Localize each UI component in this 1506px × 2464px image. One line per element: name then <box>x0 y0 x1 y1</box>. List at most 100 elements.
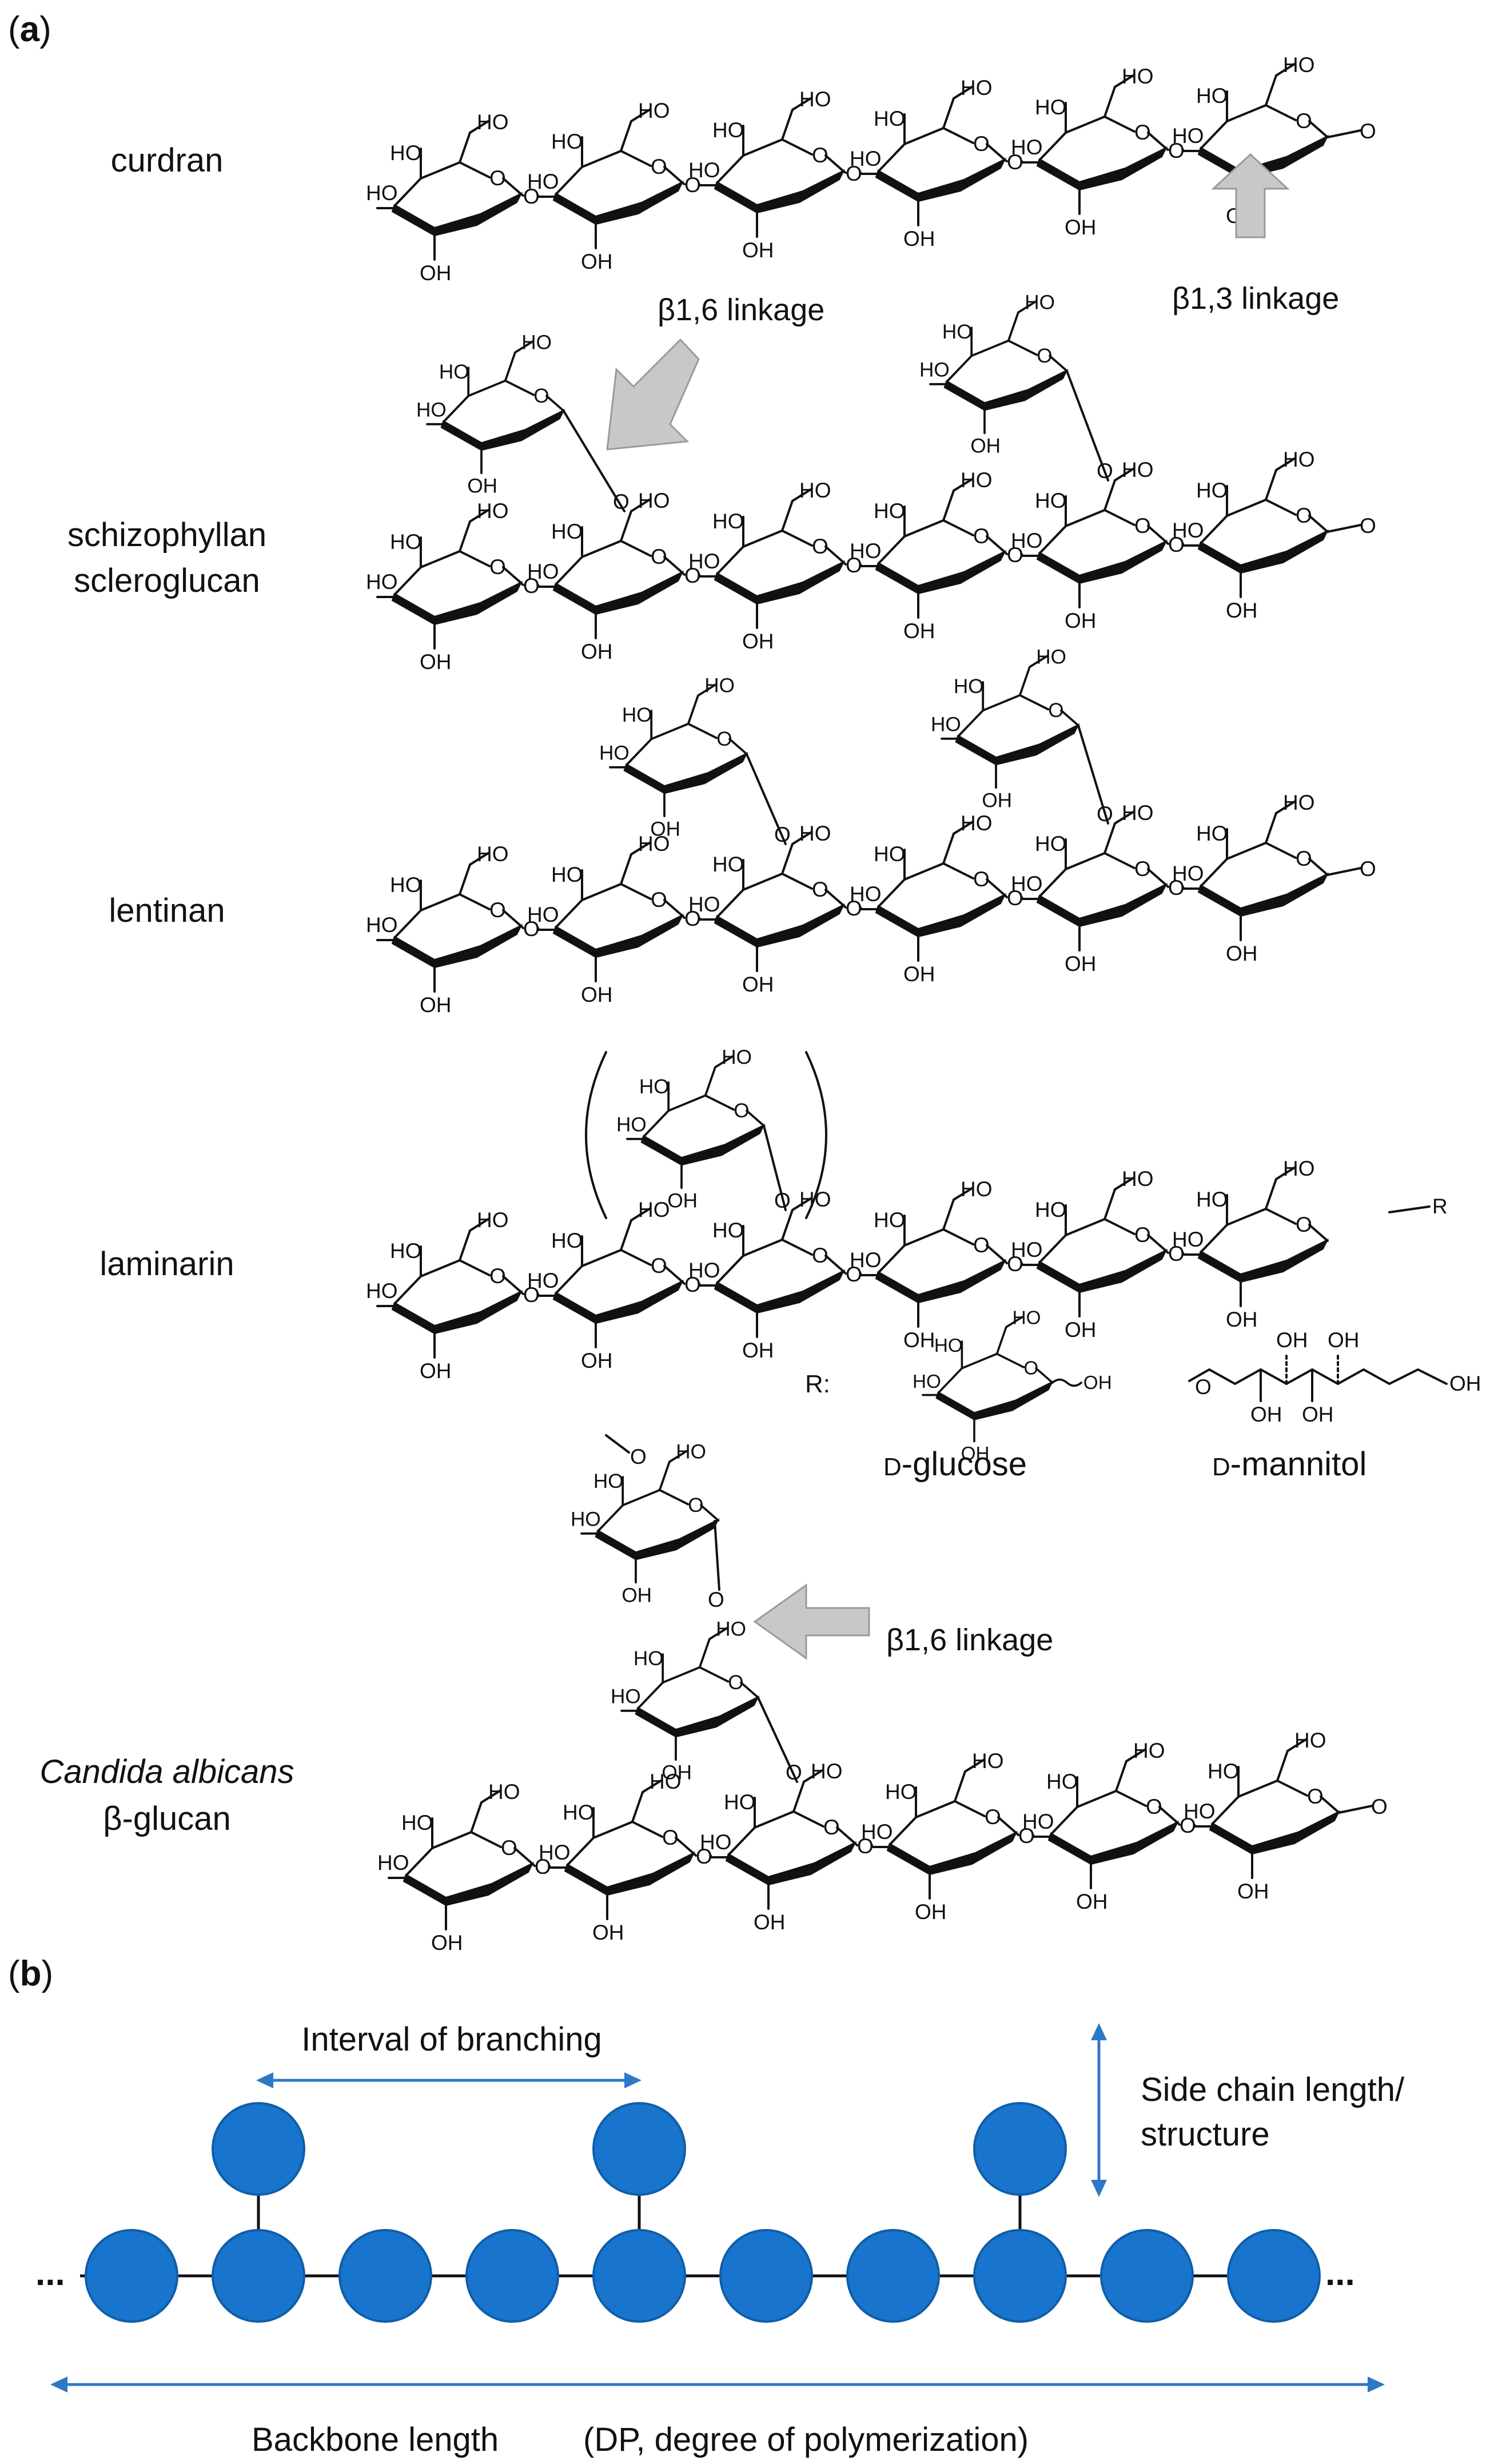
svg-text:O: O <box>523 574 540 598</box>
polymer-bead-model <box>80 2102 1321 2323</box>
backbone-unit-2 <box>212 2229 305 2323</box>
lentinan-linkage-5: O <box>1165 876 1185 899</box>
panel-b-label: (b) <box>8 1954 53 1993</box>
row-label-curdran: curdran <box>111 142 224 179</box>
laminarin-bracket-right <box>805 1051 827 1219</box>
svg-text:OH: OH <box>1302 1403 1334 1426</box>
ellipsis-right: ... <box>1325 2254 1355 2293</box>
lentinan-ring-4 <box>848 810 1006 987</box>
laminarin-branch-1 <box>615 1045 766 1213</box>
laminarin-bracket-left <box>585 1051 607 1219</box>
candida-branch-1 <box>609 1617 760 1785</box>
svg-text:O: O <box>1360 120 1376 143</box>
laminarin-linkage-4: O <box>1004 1252 1023 1276</box>
beta16-linkage-arrow-bottom <box>753 1583 870 1660</box>
lentinan-linkage-4: O <box>1004 886 1023 910</box>
curdran-ring-5 <box>1010 63 1168 240</box>
backbone-unit-6 <box>719 2229 813 2323</box>
schizophyllan-linkage-4: O <box>1004 543 1023 567</box>
svg-text:O: O <box>1168 876 1185 899</box>
schizophyllan-branch-2 <box>918 290 1069 459</box>
svg-text:OH: OH <box>1449 1372 1481 1395</box>
curdran-ring-2 <box>526 98 684 274</box>
schizophyllan-ring-3 <box>687 477 845 654</box>
candida-ring-2 <box>537 1769 695 1945</box>
d-glucose-label: D-glucose <box>883 1446 1027 1483</box>
svg-text:O: O <box>1007 886 1023 910</box>
svg-text:O: O <box>846 1263 862 1286</box>
lentinan-ring-2 <box>526 831 684 1008</box>
svg-text:O: O <box>1371 1795 1388 1818</box>
curdran-ring-1 <box>365 109 523 286</box>
svg-text:O: O <box>1168 1242 1185 1265</box>
row-label-candida-albicans: Candida albicans <box>40 1753 294 1790</box>
svg-text:OH: OH <box>1083 1372 1112 1394</box>
lentinan-branch-2 <box>930 644 1080 813</box>
side-chain-length-arrow <box>1091 2023 1107 2197</box>
schizophyllan-branch-1 <box>415 330 565 499</box>
row-label-schizophyllan: schizophyllan <box>67 516 266 554</box>
backbone-unit-3 <box>338 2229 432 2323</box>
row-label-laminarin: laminarin <box>99 1245 234 1283</box>
d-mannitol-structure: O OH OH OH OH OH <box>1188 1328 1481 1426</box>
svg-text:O: O <box>684 173 701 197</box>
interval-of-branching-arrow <box>256 2072 642 2088</box>
svg-text:O: O <box>523 1283 540 1307</box>
curdran-linkage-3: O <box>843 162 862 185</box>
lentinan-linkage-1: O <box>520 917 540 941</box>
svg-text:OH: OH <box>1276 1328 1308 1352</box>
candida-linkage-4: O <box>1015 1824 1035 1848</box>
svg-text:O: O <box>846 554 862 577</box>
backbone-unit-10 <box>1227 2229 1321 2323</box>
backbone-unit-7 <box>846 2229 940 2323</box>
side-chain-label-line2: structure <box>1141 2116 1270 2153</box>
candida-ring-5 <box>1021 1738 1179 1914</box>
svg-text:O: O <box>1007 150 1023 174</box>
curdran-ring-4 <box>848 75 1006 252</box>
svg-text:O: O <box>774 823 791 846</box>
svg-text:O: O <box>786 1761 802 1784</box>
beta13-linkage-arrow <box>1211 153 1290 238</box>
backbone-length-label: Backbone length <box>252 2421 499 2458</box>
candida-linkage-3: O <box>854 1834 874 1858</box>
candida-linkage-2: O <box>693 1845 712 1868</box>
svg-text:O: O <box>1180 1814 1196 1837</box>
r-definition-prefix: R: <box>805 1370 830 1398</box>
laminarin-linkage-2: O <box>682 1273 701 1296</box>
svg-text:O: O <box>774 1189 791 1212</box>
candida-ring-1 <box>376 1779 534 1956</box>
lentinan-ring-1 <box>365 841 523 1018</box>
lentinan-branch-1 <box>598 673 748 842</box>
side-chain-unit-3 <box>973 2102 1067 2196</box>
interval-of-branching-label: Interval of branching <box>301 2021 602 2058</box>
candida-ring-3 <box>699 1758 856 1935</box>
d-mannitol-label: D-mannitol <box>1212 1446 1366 1483</box>
svg-text:O: O <box>1097 802 1113 826</box>
beta16-linkage-label-top: β1,6 linkage <box>658 293 824 327</box>
svg-text:O: O <box>1097 459 1113 483</box>
backbone-unit-5 <box>592 2229 686 2323</box>
schizophyllan-ring-1 <box>365 498 523 675</box>
d-glucose-structure: OH <box>911 1306 1112 1466</box>
lentinan-linkage-3: O <box>843 897 862 920</box>
laminarin-ring-6 <box>1171 1156 1329 1332</box>
curdran-linkage-1: O <box>520 185 540 208</box>
laminarin-r-symbol: R <box>1432 1195 1448 1218</box>
lentinan-ring-3 <box>687 821 845 997</box>
curdran-linkage-5: O <box>1165 139 1185 162</box>
side-chain-unit-2 <box>592 2102 686 2196</box>
svg-text:OH: OH <box>1250 1403 1282 1426</box>
schizophyllan-linkage-1: O <box>520 574 540 598</box>
backbone-unit-1 <box>85 2229 178 2323</box>
svg-text:O: O <box>684 564 701 587</box>
svg-text:O: O <box>1018 1824 1035 1848</box>
svg-text:O: O <box>1168 139 1185 162</box>
lentinan-ring-5 <box>1010 800 1168 977</box>
laminarin-ring-3 <box>687 1187 845 1363</box>
beta13-linkage-label: β1,3 linkage <box>1172 281 1339 316</box>
svg-text:O: O <box>630 1445 647 1468</box>
curdran-linkage-2: O <box>682 173 701 197</box>
backbone-unit-8 <box>973 2229 1067 2323</box>
backbone-unit-4 <box>465 2229 559 2323</box>
